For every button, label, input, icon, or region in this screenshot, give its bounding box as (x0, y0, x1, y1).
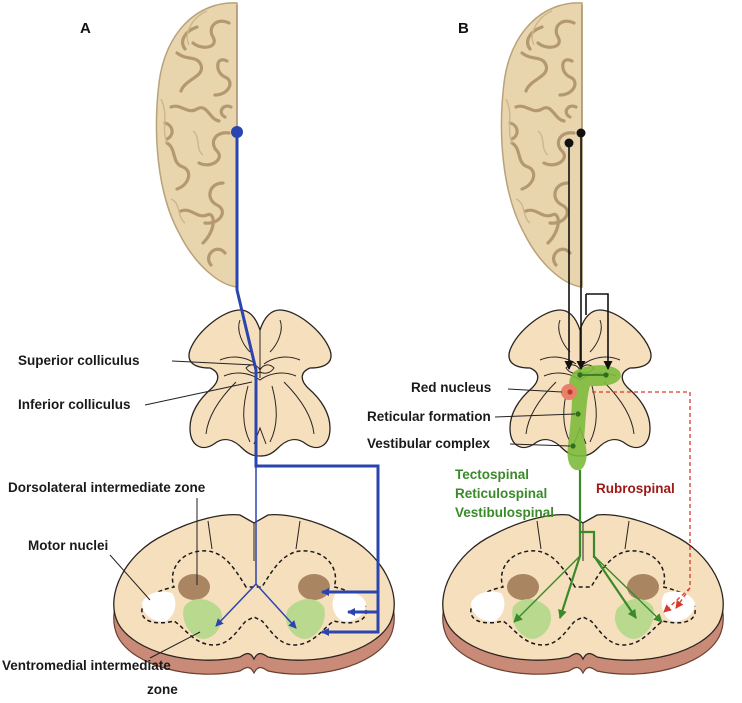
label-ventromedial-zone-2: zone (147, 682, 178, 697)
medial-tracts-b (513, 470, 663, 623)
label-motor-nuclei: Motor nuclei (28, 538, 108, 553)
brainstem-nuclei-b (561, 365, 621, 471)
label-dorsolateral-zone: Dorsolateral intermediate zone (8, 480, 206, 495)
rubrospinal-tract-b (592, 391, 691, 613)
panel-b-label: B (458, 20, 469, 37)
spinal-cord-b (442, 513, 724, 675)
pointer-vestibular-complex (509, 443, 571, 447)
label-reticular-formation: Reticular formation (367, 409, 491, 424)
label-vestibulospinal: Vestibulospinal (455, 505, 554, 520)
label-ventromedial-zone-1: Ventromedial intermediate (2, 658, 171, 673)
pointer-inferior-colliculus (144, 381, 253, 406)
label-inferior-colliculus: Inferior colliculus (18, 397, 131, 412)
label-superior-colliculus: Superior colliculus (18, 353, 140, 368)
pointer-motor-nuclei (109, 554, 151, 601)
label-tectospinal: Tectospinal (455, 467, 529, 482)
pointer-ventromedial-zone (149, 631, 201, 659)
label-rubrospinal: Rubrospinal (596, 481, 675, 496)
label-reticulospinal: Reticulospinal (455, 486, 547, 501)
pyramidal-tract-a (215, 126, 380, 636)
pointer-red-nucleus (507, 388, 563, 393)
cortical-inputs-b (564, 128, 613, 370)
label-vestibular-complex: Vestibular complex (367, 436, 491, 451)
spinal-cord-a (113, 513, 395, 675)
label-red-nucleus: Red nucleus (411, 380, 491, 395)
panel-a-label: A (80, 20, 91, 37)
brainstem-a (188, 309, 332, 457)
pointer-reticular-formation (494, 413, 576, 418)
brain-hemisphere-a (154, 1, 239, 289)
pointer-superior-colliculus (171, 360, 255, 366)
